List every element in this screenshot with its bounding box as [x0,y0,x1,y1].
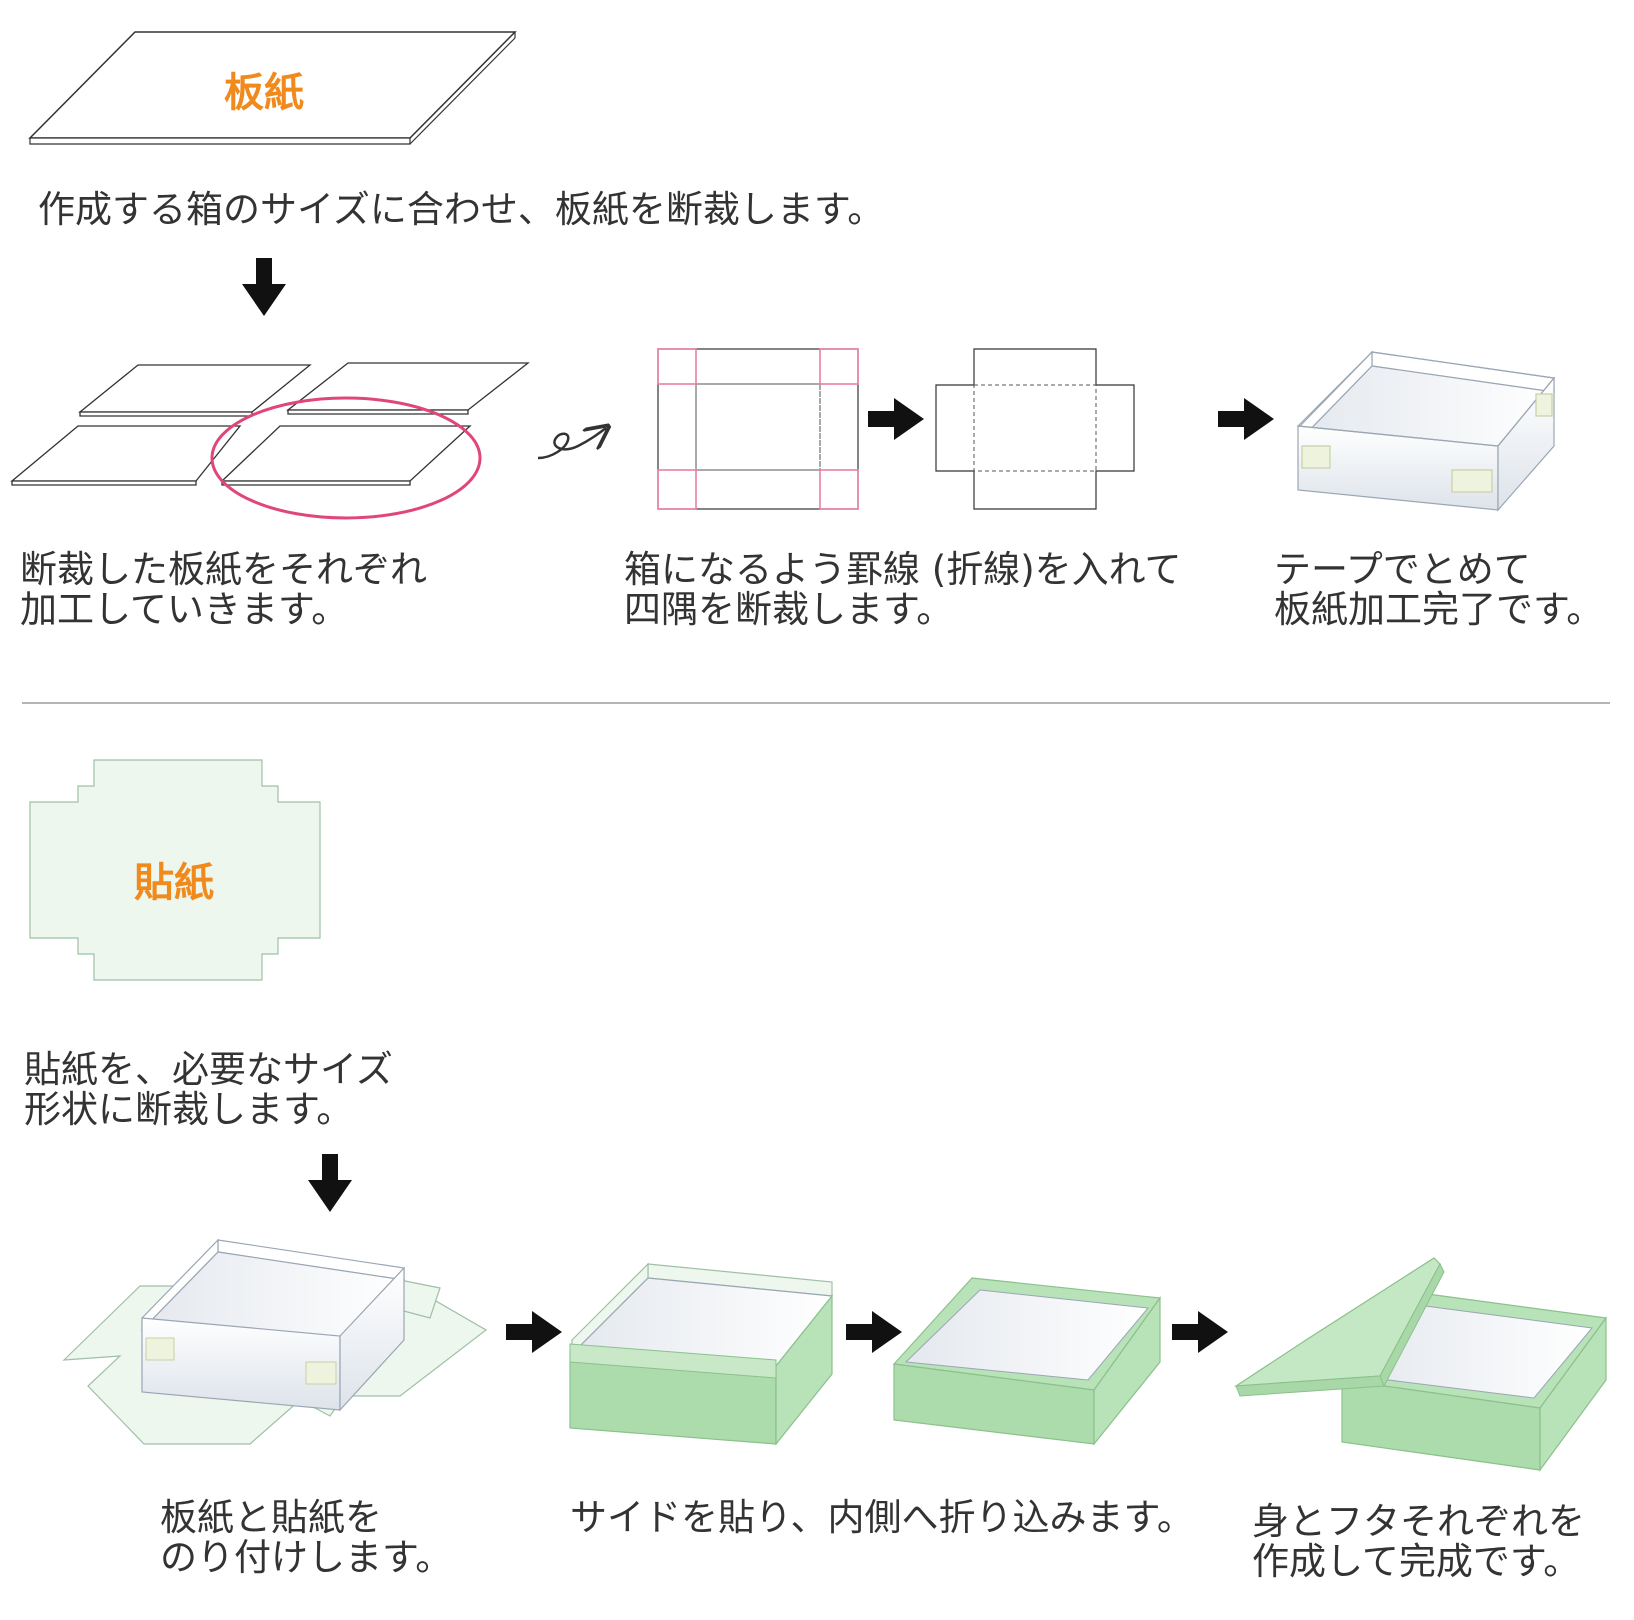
body-and-lid-illustration [1233,1257,1608,1472]
paper-material-label: 貼紙 [134,860,214,906]
board-cut-caption: 作成する箱のサイズに合わせ、板紙を断裁します。 [38,188,885,231]
taped-box-illustration [1296,350,1556,512]
step-glue-caption: 板紙と貼紙を のり付けします。 [160,1496,453,1579]
folded-box-illustration [892,1277,1162,1446]
paper-cut-caption: 貼紙を、必要なサイズ 形状に断裁します。 [24,1048,393,1131]
right-arrow-icon [1172,1311,1228,1353]
curl-arrow-icon [537,428,606,460]
right-arrow-icon [868,398,924,440]
highlight-ellipse [210,396,482,520]
scored-sheet-illustration [657,348,859,510]
board-sheet-illustration [28,31,517,145]
wrapping-paper-illustration [29,759,321,981]
board-material-label: 板紙 [224,70,304,116]
cut-boards-illustration [10,362,530,486]
right-arrow-icon [506,1311,562,1353]
step-complete-caption: 身とフタそれぞれを 作成して完成です。 [1252,1500,1585,1583]
step-score-caption: 箱になるよう罫線 (折線)を入れて 四隅を断裁します。 [624,548,1182,631]
box-on-paper-illustration [62,1238,488,1445]
wrapped-sides-box-illustration [569,1262,834,1446]
right-arrow-icon [846,1311,902,1353]
cut-cross-sheet-illustration [935,348,1135,510]
right-arrow-icon [1218,398,1274,440]
step-fold-caption: サイドを貼り、内側へ折り込みます。 [570,1496,1194,1539]
step-tape-caption: テープでとめて 板紙加工完了です。 [1274,548,1604,631]
down-arrow-icon [242,258,286,316]
down-arrow-icon [308,1154,352,1212]
step-process-caption: 断裁した板紙をそれぞれ 加工していきます。 [20,548,427,631]
